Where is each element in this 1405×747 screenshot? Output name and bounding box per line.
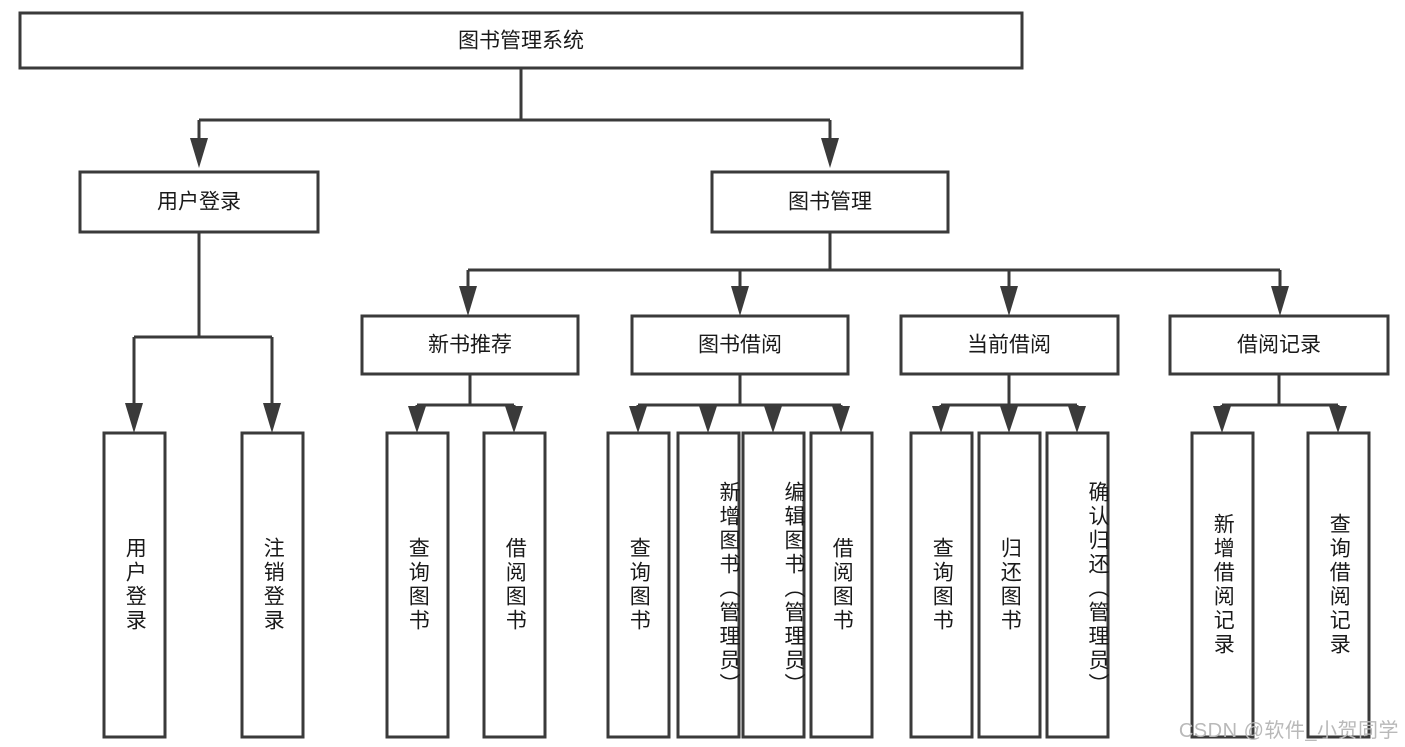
node-root-system-label: 图书管理系统 bbox=[458, 30, 584, 53]
connector-root-to-level2 bbox=[190, 68, 839, 168]
leaf-box-book-borrow-1[interactable] bbox=[606, 431, 671, 739]
arrow-head-new-book-leaf-2 bbox=[505, 406, 523, 433]
node-book-manage-label: 图书管理 bbox=[788, 191, 872, 214]
connector-new-book-to-leaves bbox=[408, 374, 523, 433]
connector-user-login-to-leaves bbox=[125, 232, 281, 433]
csdn-watermark: CSDN @软件_小贺同学 bbox=[1178, 720, 1399, 742]
arrow-head-to-current-borrow bbox=[1000, 286, 1018, 316]
connector-borrow-record-to-leaves bbox=[1213, 374, 1347, 433]
arrow-head-user-login-leaf-2 bbox=[263, 403, 281, 433]
leaf-box-user-login-2[interactable] bbox=[240, 431, 305, 739]
leaf-box-current-borrow-2[interactable] bbox=[977, 431, 1042, 739]
connector-book-borrow-to-leaves bbox=[629, 374, 850, 433]
leaf-box-book-borrow-2[interactable] bbox=[676, 431, 741, 739]
node-book-borrow[interactable]: 图书借阅 bbox=[630, 314, 850, 376]
node-root-system-box[interactable] bbox=[18, 11, 1024, 70]
node-user-login-box[interactable] bbox=[78, 170, 320, 234]
arrow-head-current-borrow-leaf-1 bbox=[932, 406, 950, 433]
node-current-borrow-label: 当前借阅 bbox=[967, 334, 1051, 357]
leaf-box-book-borrow-4[interactable] bbox=[809, 431, 874, 739]
node-borrow-record[interactable]: 借阅记录 bbox=[1168, 314, 1390, 376]
node-book-borrow-label: 图书借阅 bbox=[698, 334, 782, 357]
leaf-box-borrow-record-2[interactable] bbox=[1306, 431, 1371, 739]
node-borrow-record-label: 借阅记录 bbox=[1237, 334, 1321, 357]
arrow-head-user-login-leaf-1 bbox=[125, 403, 143, 433]
node-book-manage[interactable]: 图书管理 bbox=[710, 170, 950, 234]
leaf-box-current-borrow-1[interactable] bbox=[909, 431, 974, 739]
arrow-head-current-borrow-leaf-2 bbox=[1000, 406, 1018, 433]
arrow-head-to-book-borrow bbox=[731, 286, 749, 316]
node-user-login-label: 用户登录 bbox=[157, 191, 241, 214]
arrow-head-book-borrow-leaf-1 bbox=[629, 406, 647, 433]
arrow-head-to-borrow-record bbox=[1271, 286, 1289, 316]
leaf-box-book-borrow-3[interactable] bbox=[741, 431, 806, 739]
node-new-book-recommend-label: 新书推荐 bbox=[428, 334, 512, 357]
leaf-box-user-login-1[interactable] bbox=[102, 431, 167, 739]
connector-book-manage-to-level3 bbox=[459, 232, 1289, 316]
leaf-box-current-borrow-3[interactable] bbox=[1045, 431, 1110, 739]
arrow-head-to-user-login bbox=[190, 138, 208, 168]
node-current-borrow-box[interactable] bbox=[899, 314, 1120, 376]
leaf-box-borrow-record-1[interactable] bbox=[1190, 431, 1255, 739]
arrow-head-book-borrow-leaf-4 bbox=[832, 406, 850, 433]
connector-current-borrow-to-leaves bbox=[932, 374, 1086, 433]
arrow-head-to-book-manage bbox=[821, 138, 839, 168]
arrow-head-book-borrow-leaf-2 bbox=[699, 406, 717, 433]
arrow-head-borrow-record-leaf-1 bbox=[1213, 406, 1231, 433]
arrow-head-book-borrow-leaf-3 bbox=[764, 406, 782, 433]
node-user-login[interactable]: 用户登录 bbox=[78, 170, 320, 234]
node-new-book-recommend-box[interactable] bbox=[360, 314, 580, 376]
node-root-system[interactable]: 图书管理系统 bbox=[18, 11, 1024, 70]
arrow-head-current-borrow-leaf-3 bbox=[1068, 406, 1086, 433]
arrow-head-new-book-leaf-1 bbox=[408, 406, 426, 433]
arrow-head-borrow-record-leaf-2 bbox=[1329, 406, 1347, 433]
leaf-box-new-book-2[interactable] bbox=[482, 431, 547, 739]
node-current-borrow[interactable]: 当前借阅 bbox=[899, 314, 1120, 376]
node-new-book-recommend[interactable]: 新书推荐 bbox=[360, 314, 580, 376]
leaf-box-new-book-1[interactable] bbox=[385, 431, 450, 739]
arrow-head-to-new-book bbox=[459, 286, 477, 316]
